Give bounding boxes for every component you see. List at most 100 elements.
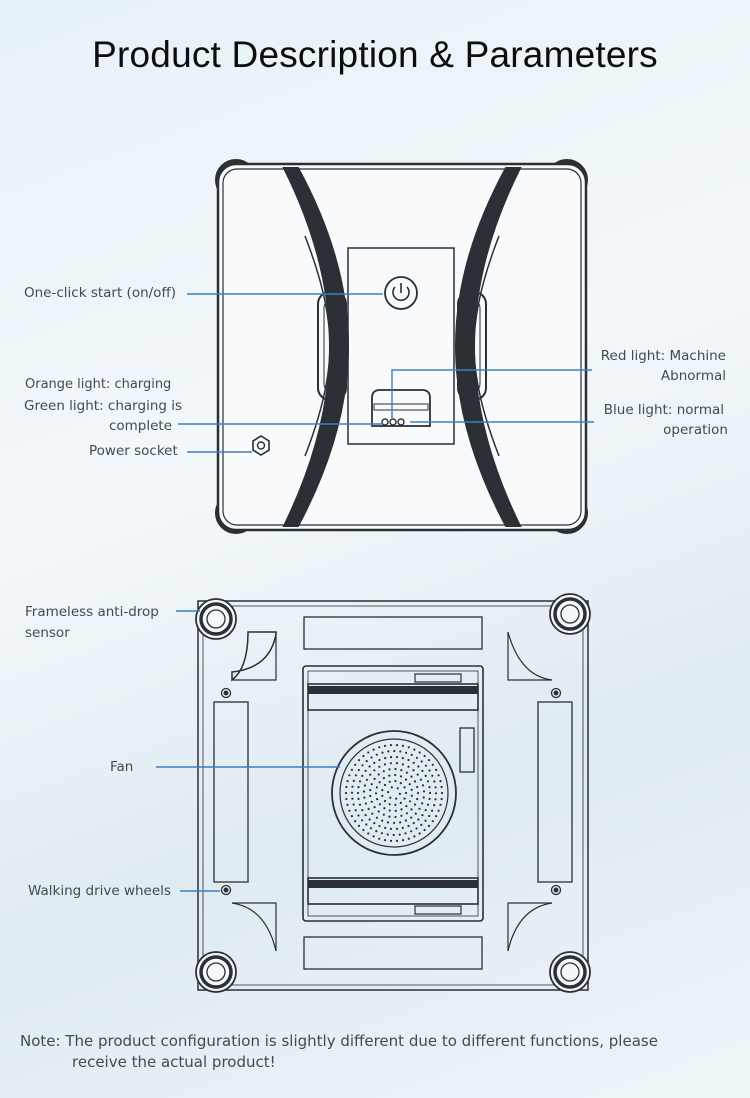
fan-vent-dot bbox=[375, 753, 378, 756]
fan-vent-dot bbox=[388, 815, 391, 818]
label-fan: Fan bbox=[110, 759, 134, 775]
fan bbox=[331, 730, 457, 856]
fan-vent-dot bbox=[387, 750, 390, 753]
fan-vent-dot bbox=[392, 833, 395, 837]
fan-vent-dot bbox=[418, 807, 421, 810]
fan-vent-dot bbox=[400, 769, 403, 772]
fan-vent-dot bbox=[399, 821, 402, 824]
fan-vent-dot bbox=[370, 756, 373, 759]
fan-vent-dot bbox=[345, 785, 348, 789]
fan-vent-dot bbox=[423, 828, 426, 832]
label-red-light-line2: Abnormal bbox=[660, 368, 726, 384]
fan-vent-dot bbox=[401, 744, 405, 748]
fan-vent-dot bbox=[383, 744, 387, 748]
fan-vent-dot bbox=[370, 800, 373, 803]
fan-vent-dot bbox=[388, 780, 391, 783]
fan-vent-dot bbox=[377, 773, 380, 776]
fan-vent-dot bbox=[413, 835, 416, 838]
fan-vent-dot bbox=[357, 768, 360, 772]
label-anti-drop-line2: sensor bbox=[25, 625, 70, 641]
fan-vent-dot bbox=[368, 818, 371, 821]
fan-vent-dot bbox=[361, 764, 364, 767]
fan-vent-dot bbox=[415, 756, 419, 759]
fan-vent-dot bbox=[357, 824, 361, 828]
fan-vent-dot bbox=[420, 760, 423, 763]
fan-vent-dot bbox=[383, 839, 387, 842]
fan-vent-dot bbox=[389, 744, 393, 747]
fan-vent-dot bbox=[412, 769, 415, 772]
fan-vent-dot bbox=[395, 762, 399, 765]
fan-vent-dot bbox=[407, 758, 410, 762]
fan-vent-dot bbox=[358, 780, 362, 783]
label-green-light-line1: Green light: charging is bbox=[24, 398, 183, 414]
fan-vent-dot bbox=[412, 761, 415, 765]
fan-vent-dot bbox=[426, 780, 430, 783]
fan-vent-dot bbox=[393, 749, 396, 753]
fan-vent-dot bbox=[361, 809, 364, 812]
fan-vent-dot bbox=[368, 765, 371, 768]
fan-vent-dot bbox=[405, 771, 408, 774]
fan-vent-dot bbox=[364, 814, 367, 817]
power-button bbox=[384, 276, 418, 310]
fan-vent-dot bbox=[422, 796, 425, 799]
fan-vent-dot bbox=[424, 819, 427, 822]
fan-vent-dot bbox=[400, 808, 403, 811]
fan-vent-dot bbox=[399, 782, 402, 785]
fan-vent-dot bbox=[369, 773, 372, 776]
fan-vent-dot bbox=[399, 750, 402, 753]
fan-vent-dot bbox=[378, 758, 381, 762]
anti-drop-sensors bbox=[195, 593, 591, 993]
fan-vent-dot bbox=[348, 774, 351, 777]
fan-vent-dot bbox=[403, 786, 406, 789]
power-socket bbox=[252, 435, 270, 456]
fan-vent-dot bbox=[401, 763, 404, 766]
fan-vent-dot bbox=[372, 748, 375, 751]
fan-vent-dot bbox=[394, 815, 397, 819]
fan-vent-dot bbox=[365, 760, 368, 763]
fan-vent-dot bbox=[421, 802, 424, 805]
drive-wheel-track-bottom bbox=[307, 877, 479, 905]
fan-vent-dot bbox=[417, 765, 420, 768]
fan-vent-dot bbox=[395, 827, 399, 831]
fan-vent-dot bbox=[381, 751, 384, 754]
fan-vent-dot bbox=[367, 807, 370, 811]
fan-vent-dot bbox=[354, 820, 357, 823]
fan-vent-dot bbox=[395, 744, 399, 747]
footer-note-line2: receive the actual product! bbox=[72, 1053, 276, 1071]
fan-vent-dot bbox=[431, 774, 434, 777]
fan-vent-dot bbox=[410, 808, 413, 811]
fan-vent-dot bbox=[395, 797, 398, 800]
fan-vent-dot bbox=[418, 751, 421, 754]
fan-vent-dot bbox=[435, 768, 438, 772]
fan-vent-dot bbox=[433, 780, 436, 783]
fan-vent-dot bbox=[407, 837, 410, 840]
fan-vent-dot bbox=[431, 763, 434, 766]
label-blue-light-line2: operation bbox=[663, 422, 728, 438]
fan-vent-dot bbox=[381, 794, 384, 798]
fan-vent-dot bbox=[357, 814, 360, 817]
fan-vent-dot bbox=[381, 789, 384, 792]
fan-vent-dot bbox=[434, 798, 437, 801]
fan-vent-dot bbox=[404, 819, 407, 822]
fan-vent-dot bbox=[376, 798, 379, 801]
footer-note: Note: The product configuration is sligh… bbox=[20, 1031, 720, 1073]
fan-vent-dot bbox=[377, 810, 380, 813]
fan-vent-dot bbox=[354, 774, 357, 777]
fan-vent-dot bbox=[394, 767, 397, 771]
fan-vent-dot bbox=[434, 786, 437, 789]
fan-vent-dot bbox=[439, 803, 442, 807]
fan-vent-dot bbox=[373, 822, 376, 825]
fan-vent-dot bbox=[423, 754, 426, 758]
fan-vent-dot bbox=[367, 751, 370, 754]
fan-vent-dot bbox=[378, 781, 381, 784]
fan-vent-dot bbox=[345, 797, 348, 801]
fan-vent-dot bbox=[388, 809, 391, 812]
fan-vent-dot bbox=[405, 751, 408, 754]
fan-vent-dot bbox=[346, 803, 349, 807]
fan-vent-dot bbox=[398, 792, 401, 796]
label-power-socket: Power socket bbox=[89, 443, 178, 459]
fan-vent-dot bbox=[405, 812, 408, 815]
fan-vent-dot bbox=[437, 809, 440, 812]
fan-vent-dot bbox=[388, 768, 391, 771]
fan-vent-dot bbox=[416, 797, 419, 801]
